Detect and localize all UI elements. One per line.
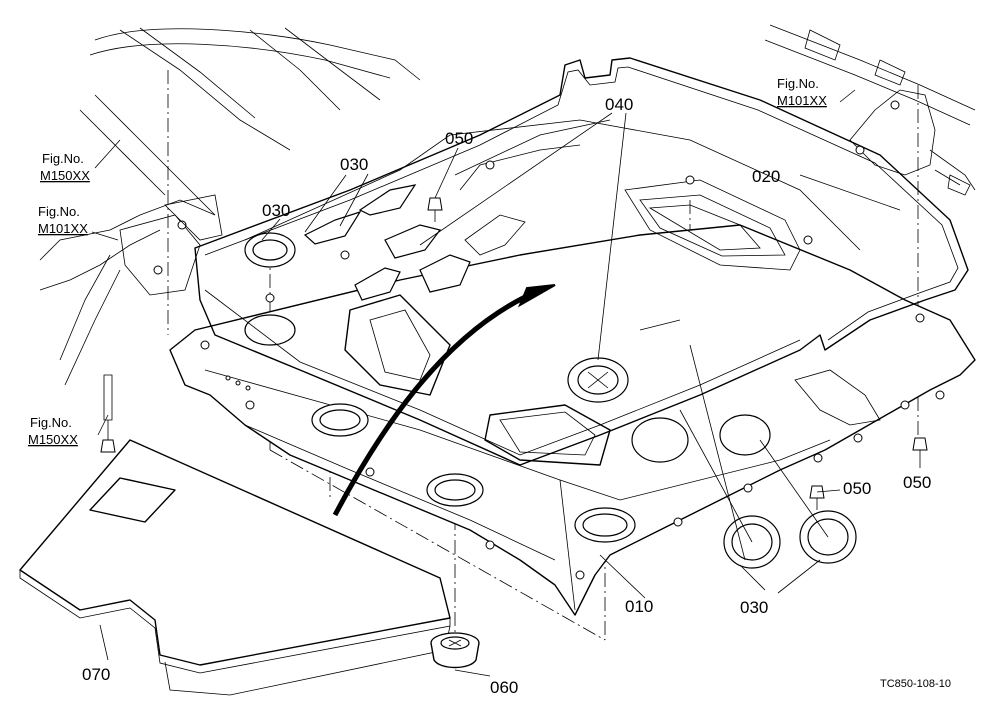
figref-4-label: Fig.No. — [777, 76, 819, 91]
figref-2-code: M101XX — [38, 221, 88, 236]
ring-030-parts — [723, 510, 857, 569]
figref-3-label: Fig.No. — [30, 415, 72, 430]
callout-010: 010 — [625, 597, 653, 616]
figref-1-label: Fig.No. — [42, 151, 84, 166]
callout-020: 020 — [752, 167, 780, 186]
callout-060: 060 — [490, 678, 518, 697]
cab-frame-right — [764, 24, 976, 196]
callout-050-far-right: 050 — [903, 473, 931, 492]
ceiling-shell-upper — [244, 119, 861, 403]
airflow-arrow — [332, 284, 556, 517]
drawing-code: TC850-108-10 — [880, 678, 951, 690]
leader-lines — [91, 89, 921, 677]
figref-1-code: M150XX — [40, 168, 90, 183]
figref-3-code: M150XX — [28, 432, 78, 447]
callout-050-top: 050 — [445, 129, 473, 148]
callout-030-upper-mid: 030 — [340, 155, 368, 174]
callout-030-lower: 030 — [740, 598, 768, 617]
figure-references: Fig.No. M150XX Fig.No. M101XX Fig.No. M1… — [28, 76, 827, 447]
callout-050-right: 050 — [843, 479, 871, 498]
figref-2-label: Fig.No. — [38, 204, 80, 219]
callout-030-upper-left: 030 — [262, 201, 290, 220]
callout-040: 040 — [605, 95, 633, 114]
ceiling-panel-010 — [169, 224, 976, 616]
callout-labels: 040 050 030 030 020 050 050 010 030 060 … — [82, 95, 931, 697]
callout-070: 070 — [82, 665, 110, 684]
insulation-panel-070 — [19, 439, 451, 696]
grommet-060 — [430, 632, 480, 669]
figref-4-code: M101XX — [777, 93, 827, 108]
cab-frame-left — [39, 27, 421, 386]
